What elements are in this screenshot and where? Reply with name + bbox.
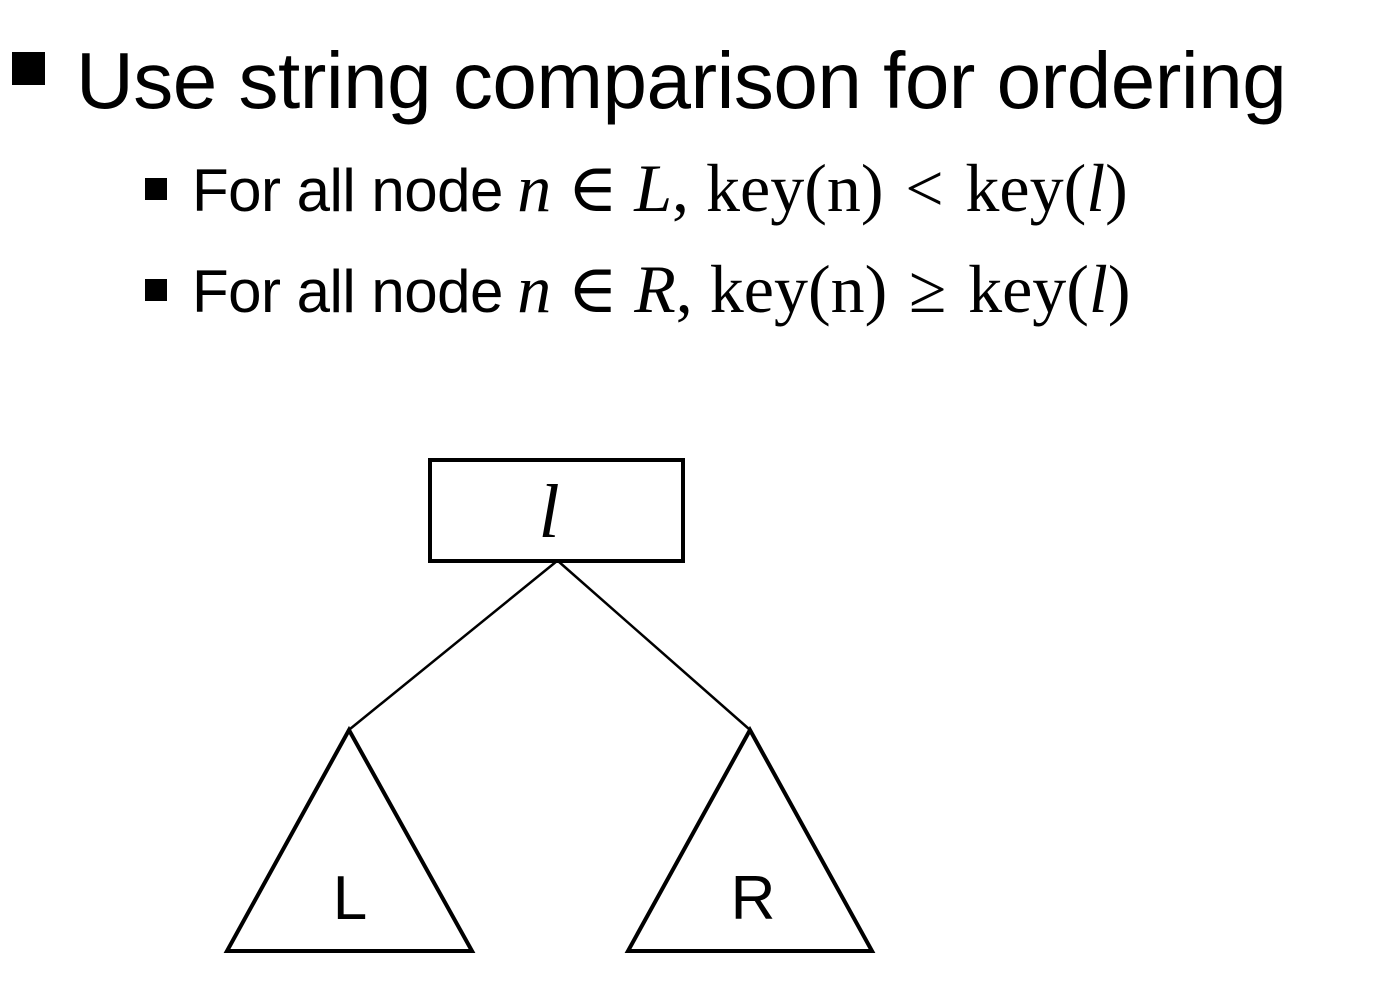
bullet1-var-l: l <box>1086 150 1106 226</box>
right-subtree-label: R <box>731 864 776 933</box>
root-node-box <box>428 458 685 563</box>
element-of-symbol: ∈ <box>567 251 618 327</box>
bullet2-key-n: , key(n) <box>675 251 888 327</box>
sub-bullet-square-icon <box>145 279 167 301</box>
bullet1-key-open: key( <box>965 150 1087 226</box>
bullet2-prefix: For all node <box>192 258 503 325</box>
title-bullet-square-icon <box>12 52 45 85</box>
bullet2-key-open: key( <box>968 251 1089 327</box>
left-subtree-triangle <box>223 725 476 953</box>
left-subtree-label: L <box>333 864 367 933</box>
less-than-symbol: < <box>905 150 944 226</box>
edge-root-to-right-subtree <box>557 560 750 730</box>
root-node-label: l <box>538 470 559 554</box>
bullet2-key-close: ) <box>1107 251 1131 327</box>
tree-diagram: l L R <box>223 458 876 953</box>
bullet1-set-name: L <box>634 150 673 226</box>
bullet1-key-close: ) <box>1105 150 1128 226</box>
right-subtree-triangle <box>624 725 876 953</box>
element-of-symbol: ∈ <box>567 150 618 226</box>
bullet1-key-n: , key(n) <box>672 150 884 226</box>
slide-title: Use string comparison for ordering <box>76 36 1287 125</box>
bullet1-prefix: For all node <box>192 157 503 224</box>
bullet2-var-l: l <box>1088 251 1108 327</box>
bullet2-set-name: R <box>634 251 676 327</box>
bullet2-var-n: n <box>517 251 552 327</box>
edge-root-to-left-subtree <box>349 560 558 730</box>
greater-equal-symbol: ≥ <box>909 251 947 327</box>
bullet1-var-n: n <box>517 150 552 226</box>
sub-bullet-square-icon <box>145 178 167 200</box>
